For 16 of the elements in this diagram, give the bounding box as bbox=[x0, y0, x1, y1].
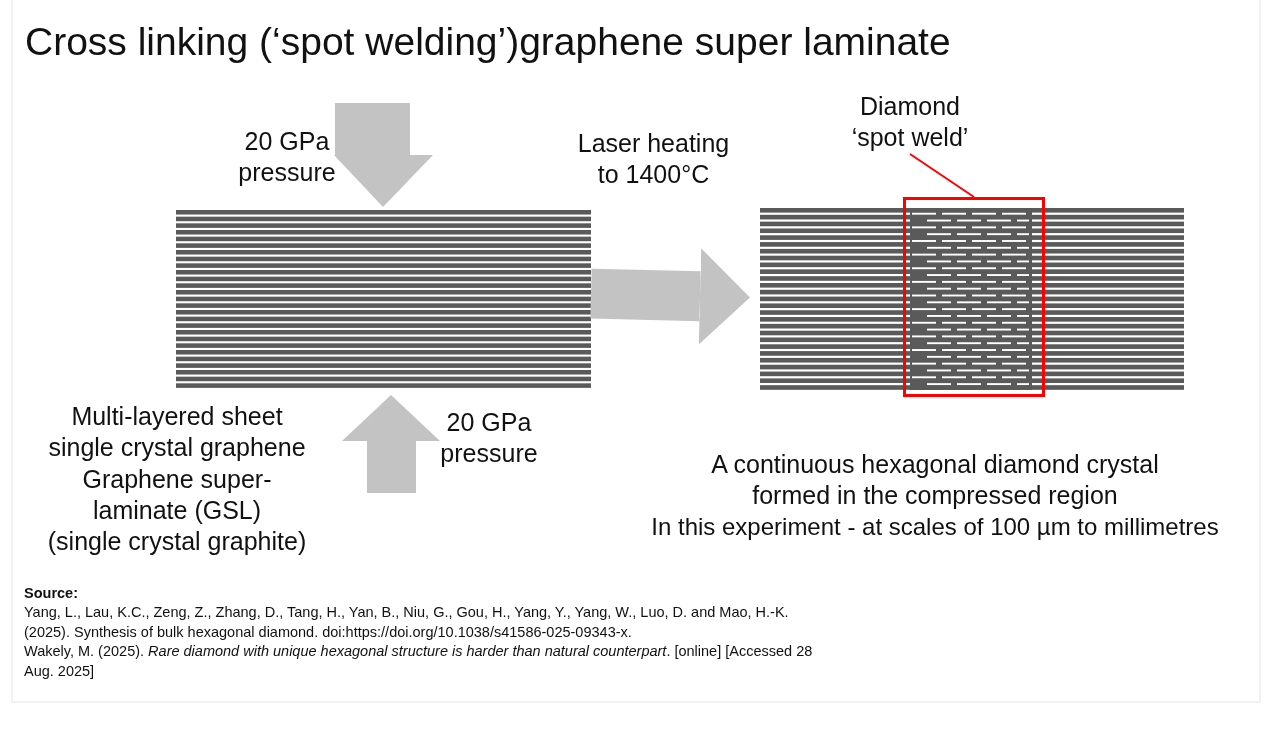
node-label: Graphene super-laminate (GSL) bbox=[81, 464, 273, 526]
title: Cross linking (‘spot welding’)graphene super laminate bbox=[25, 20, 951, 64]
force-label: 20 GPa pressure bbox=[439, 407, 539, 469]
leader-line bbox=[909, 153, 975, 198]
node-label: (single crystal graphite) bbox=[47, 526, 307, 557]
callout-label: Diamond ‘spot weld’ bbox=[850, 91, 970, 153]
reference-text: Yang, L., Lau, K.C., Zeng, Z., Zhang, D., Tang, H., Yan, B., Niu, G., Gou, H., Yang, Y., Yang, W., Luo, D. and Mao, H.-K. (2025). Synthesis of bulk hexagonal diamond. doi:https://doi.org/10.1038/s41586-025-09343-x. bbox=[24, 603, 790, 642]
reference-text: Wakely, M. (2025). Rare diamond with unique hexagonal structure is harder than natural counterpart. [online] [Accessed 28 Aug. 2025] bbox=[24, 642, 814, 681]
source-heading: Source: bbox=[24, 584, 79, 603]
node-label: A continuous hexagonal diamond crystal formed in the compressed region bbox=[710, 449, 1160, 511]
highlight-box bbox=[903, 197, 1045, 397]
graphene-stack-drawing bbox=[176, 209, 591, 391]
node-label: In this experiment - at scales of 100 µm to millimetres bbox=[651, 512, 1219, 542]
node-label: Multi-layered sheet single crystal graphene bbox=[47, 401, 307, 463]
block-arrow bbox=[590, 248, 750, 345]
force-label: 20 GPa pressure bbox=[237, 126, 337, 188]
